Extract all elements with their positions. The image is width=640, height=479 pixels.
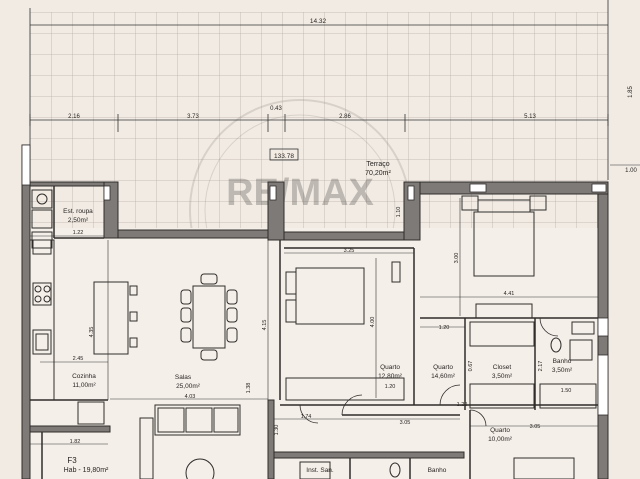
level-marker-value: 133.78 — [274, 153, 294, 160]
quarto1-name: Quarto — [380, 364, 400, 371]
banho1-area: 3,50m² — [552, 367, 573, 374]
cozinha-area: 11,00m² — [72, 382, 96, 389]
dim-closet-h: 0.67 — [468, 361, 474, 372]
quarto2-name: Quarto — [433, 364, 453, 371]
dim-total-width: 14.32 — [310, 18, 327, 25]
dim-banho-h: 2.17 — [538, 361, 544, 372]
dim-kitchen-top: 1.22 — [73, 230, 84, 236]
laundry-appliances — [31, 189, 53, 249]
salas-name: Salas — [175, 374, 192, 381]
cozinha-name: Cozinha — [72, 373, 96, 380]
dining-table — [180, 273, 238, 361]
hab-label: Hab - 19,80m² — [64, 467, 109, 474]
doors — [299, 317, 559, 427]
dim-corridor-w: 3.05 — [400, 420, 411, 426]
dim-cozinha-h: 4.35 — [89, 327, 95, 338]
instsan-name: Inst. San. — [306, 467, 334, 474]
segment-dimensions: 2.16 3.73 0.43 2.86 5.13 1.85 1.00 — [29, 86, 640, 174]
room-labels: Est. roupa 2,50m² Cozinha 11,00m² Salas … — [63, 208, 573, 474]
dim-wall-gap: 1.10 — [396, 207, 402, 218]
dim-seg3: 0.43 — [270, 106, 282, 112]
closet-area: 3,50m² — [492, 373, 513, 380]
terraco-name: Terraço — [366, 161, 389, 168]
dim-small-a: 1.20 — [439, 325, 450, 331]
quarto1-area: 12,80m² — [378, 373, 403, 380]
banho2-name: Banho — [428, 467, 447, 474]
dim-right-side: 1.85 — [628, 86, 634, 98]
quarto3-area: 10,00m² — [488, 436, 513, 443]
salas-area: 25,00m² — [176, 383, 201, 390]
dim-sala-h: 4.15 — [262, 320, 268, 331]
estroupa-name: Est. roupa — [63, 208, 93, 215]
dim-hab-w: 1.82 — [70, 439, 81, 445]
dim-right-small: 1.00 — [625, 168, 637, 174]
f3-label: F3 — [67, 456, 77, 465]
level-marker: 133.78 — [269, 148, 299, 161]
interior-dimensions — [30, 198, 598, 445]
banho1-name: Banho — [553, 358, 572, 365]
bed-quarto1 — [285, 261, 405, 401]
dim-seg1: 2.16 — [68, 114, 80, 120]
dim-stair-h: 1.30 — [274, 425, 280, 436]
dim-sala-w: 4.03 — [185, 394, 196, 400]
closet-name: Closet — [493, 364, 512, 371]
top-dimension: 14.32 — [29, 0, 609, 200]
dim-quarto-inner: 1.20 — [385, 384, 396, 390]
dim-quarto-h: 4.00 — [370, 317, 376, 328]
bathroom1-fixtures — [539, 321, 597, 409]
bathroom2-fixtures — [299, 457, 575, 479]
dim-quarto2-h: 3.00 — [454, 253, 460, 264]
dim-banho-w: 1.50 — [561, 388, 572, 394]
kitchen-counter — [29, 239, 105, 425]
dim-small-b: 1.20 — [457, 402, 468, 408]
dim-seg4: 2.86 — [339, 114, 351, 120]
quarto3-name: Quarto — [490, 427, 510, 434]
dim-cozinha-w: 2.45 — [73, 356, 84, 362]
watermark-text: RE/MAX — [226, 172, 374, 214]
dim-hall-w: 1.74 — [301, 414, 312, 420]
kitchen-island — [93, 281, 138, 355]
dim-seg5: 5.13 — [524, 114, 536, 120]
quarto2-area: 14,60m² — [431, 373, 456, 380]
interior-walls — [30, 186, 598, 479]
dim-quarto-w: 3.25 — [344, 248, 355, 254]
dimension-labels: 1.10 3.25 4.00 3.00 4.41 1.20 1.20 4.03 … — [70, 207, 572, 445]
dim-lower-w: 3.05 — [530, 424, 541, 430]
dim-seg2: 3.73 — [187, 114, 199, 120]
closet-cabinets — [469, 321, 535, 409]
windows — [21, 144, 609, 416]
sofa — [139, 404, 241, 479]
bed-quarto2 — [461, 195, 547, 319]
terraco-area: 70,20m² — [365, 170, 391, 177]
dim-mid-h: 1.38 — [246, 383, 252, 394]
dim-quarto2-w: 4.41 — [504, 291, 515, 297]
estroupa-area: 2,50m² — [68, 217, 89, 224]
